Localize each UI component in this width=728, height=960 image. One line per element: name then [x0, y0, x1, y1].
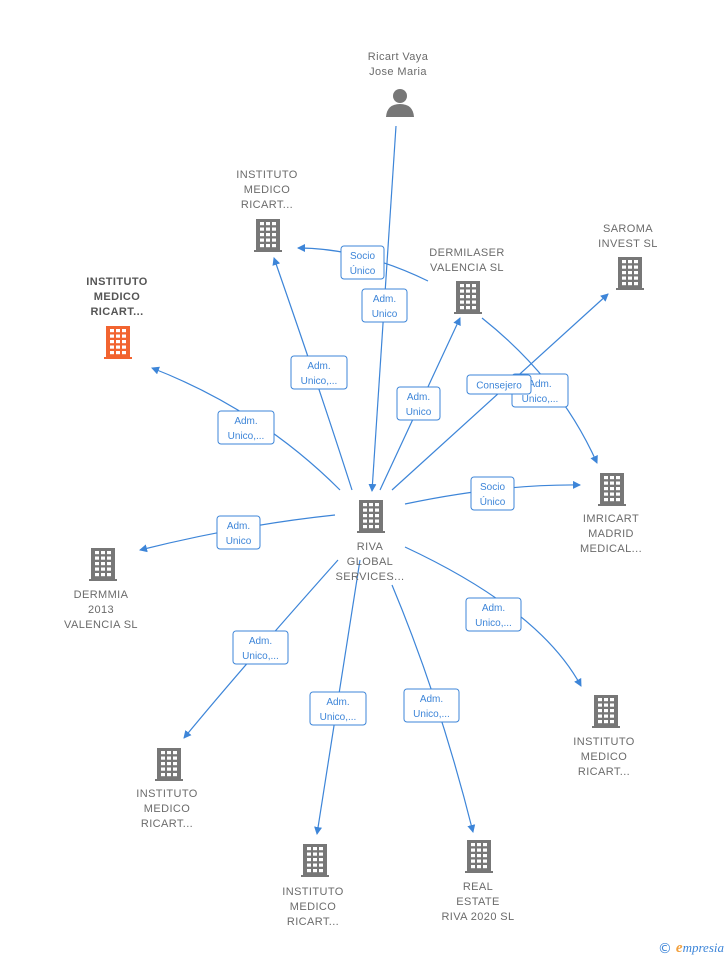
edge-label-text: Unico,...	[320, 712, 357, 723]
edge-label-text: Adm.	[234, 416, 257, 427]
edge-label-text: Socio	[350, 251, 375, 262]
edge-label-riva-realestate[interactable]: Adm. Unico,...	[403, 688, 460, 723]
building-icon	[104, 326, 132, 359]
node-label-line: MEDICO	[244, 184, 290, 196]
node-label-line: ESTATE	[456, 896, 500, 908]
edge-label-text: Único	[480, 495, 506, 508]
edge-label-text: Adm.	[407, 392, 430, 403]
edge-label-text: Unico,...	[242, 651, 279, 662]
building-icon	[598, 473, 626, 506]
node-imr-bl[interactable]: INSTITUTO MEDICO RICART...	[136, 748, 197, 830]
node-real-estate[interactable]: REAL ESTATE RIVA 2020 SL	[441, 840, 514, 923]
node-label-line: INSTITUTO	[136, 788, 197, 800]
edge-label-text: Unico,...	[522, 394, 559, 405]
edge-label-riva-dermilaser[interactable]: Adm. Unico	[396, 386, 441, 421]
node-label-line: RICART...	[287, 916, 339, 928]
node-label-line: DERMILASER	[429, 247, 505, 259]
edge-label-text: Unico	[372, 309, 398, 320]
node-label-line: GLOBAL	[347, 556, 393, 568]
edge-label-text: Adm.	[249, 636, 272, 647]
edge-label-text: Adm.	[307, 361, 330, 372]
edge-label-text: Adm.	[326, 697, 349, 708]
edge-label-text: Socio	[480, 482, 505, 493]
edge-label-riva-imrright[interactable]: Adm. Unico,...	[465, 597, 522, 632]
footer-credit: © empresia	[658, 940, 724, 957]
brand-logo: empresia	[675, 940, 724, 956]
node-label-line: VALENCIA SL	[430, 262, 504, 274]
node-label-line: MEDICO	[94, 291, 140, 303]
building-icon	[357, 500, 385, 533]
edge-label-riva-imrhl[interactable]: Adm. Unico,...	[217, 410, 275, 445]
building-icon	[155, 748, 183, 781]
edge-label-text: Unico,...	[475, 618, 512, 629]
node-label-line: MEDICAL...	[580, 543, 642, 555]
node-dermilaser[interactable]: DERMILASER VALENCIA SL	[429, 247, 505, 314]
node-label-line: INVEST SL	[598, 238, 658, 250]
node-riva[interactable]: RIVA GLOBAL SERVICES...	[336, 500, 405, 583]
edge-label-text: Consejero	[476, 381, 522, 392]
node-label-line: RIVA 2020 SL	[441, 911, 514, 923]
node-label-line: Ricart Vaya	[368, 51, 429, 63]
building-icon	[89, 548, 117, 581]
building-icon	[454, 281, 482, 314]
edge-label-text: Unico,...	[228, 431, 265, 442]
building-icon	[616, 257, 644, 290]
edge-label-ricart-riva[interactable]: Adm. Unico	[361, 288, 408, 323]
edge-label-riva-imrbottom[interactable]: Adm. Unico,...	[309, 691, 367, 726]
building-icon	[465, 840, 493, 873]
node-label-line: Jose Maria	[369, 66, 427, 78]
node-label-line: RIVA	[357, 541, 384, 553]
node-label-line: INSTITUTO	[236, 169, 297, 181]
building-icon	[301, 844, 329, 877]
node-imr-bottom[interactable]: INSTITUTO MEDICO RICART...	[282, 844, 343, 928]
node-label-line: INSTITUTO	[86, 276, 147, 288]
node-imr-hl[interactable]: INSTITUTO MEDICO RICART...	[86, 276, 147, 359]
node-label-line: RICART...	[578, 766, 630, 778]
node-label-line: IMRICART	[583, 513, 639, 525]
edge-label-text: Adm.	[420, 694, 443, 705]
building-icon	[254, 219, 282, 252]
edge-label-text: Adm.	[482, 603, 505, 614]
edge-label-text: Adm.	[528, 379, 551, 390]
node-label-line: MADRID	[588, 528, 634, 540]
node-label-line: MEDICO	[581, 751, 627, 763]
edge-label-text: Unico	[226, 536, 252, 547]
edge-label-riva-imrtop[interactable]: Adm. Unico,...	[290, 355, 348, 390]
copyright-icon: ©	[657, 940, 672, 957]
node-label-line: DERMMIA	[74, 589, 129, 601]
edge-label-text: Adm.	[373, 294, 396, 305]
node-imricart[interactable]: IMRICART MADRID MEDICAL...	[580, 473, 642, 555]
node-label-line: MEDICO	[144, 803, 190, 815]
node-label-line: RICART...	[241, 199, 293, 211]
node-label-line: SAROMA	[603, 223, 653, 235]
edge-label-riva-dermmia[interactable]: Adm. Unico	[216, 515, 261, 550]
building-icon	[592, 695, 620, 728]
edge-label-riva-imrbl[interactable]: Adm. Unico,...	[232, 630, 289, 665]
node-label-line: INSTITUTO	[573, 736, 634, 748]
person-icon	[386, 89, 414, 117]
edge-label-text: Único	[350, 264, 376, 277]
node-label-line: RICART...	[141, 818, 193, 830]
edge-label-text: Unico,...	[413, 709, 450, 720]
edge-label-text: Unico,...	[301, 376, 338, 387]
node-imr-top[interactable]: INSTITUTO MEDICO RICART...	[236, 169, 297, 252]
edge-label-text: Adm.	[227, 521, 250, 532]
edge-label-text: Unico	[406, 407, 432, 418]
node-label-line: INSTITUTO	[282, 886, 343, 898]
node-saroma[interactable]: SAROMA INVEST SL	[598, 223, 658, 290]
node-label-line: SERVICES...	[336, 571, 405, 583]
node-label-line: REAL	[463, 881, 493, 893]
node-label-line: 2013	[88, 604, 114, 616]
node-imr-right[interactable]: INSTITUTO MEDICO RICART...	[573, 695, 634, 778]
edge-label-riva-saroma[interactable]: Consejero	[466, 374, 532, 395]
node-label-line: VALENCIA SL	[64, 619, 138, 631]
node-label-line: RICART...	[90, 306, 143, 318]
node-label-line: MEDICO	[290, 901, 336, 913]
